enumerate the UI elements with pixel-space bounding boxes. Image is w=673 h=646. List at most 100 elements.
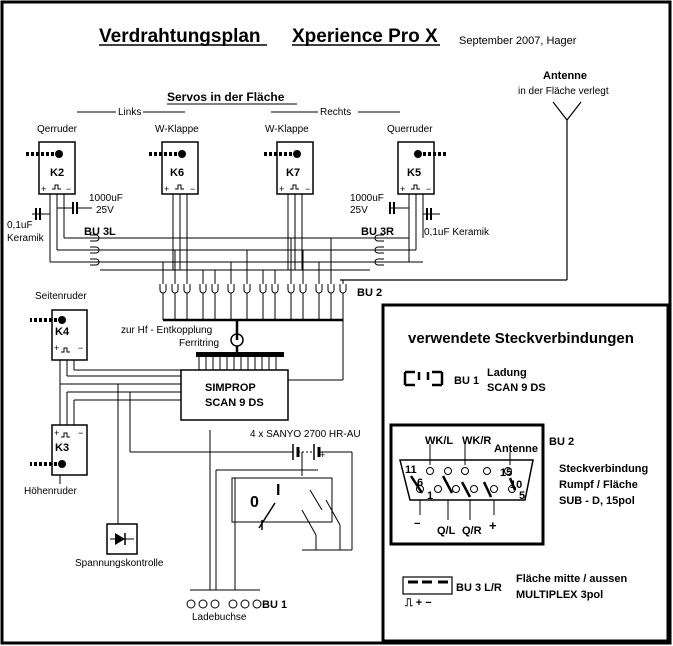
svg-text:−: − xyxy=(66,184,71,194)
bu2-line3: SUB - D, 15pol xyxy=(559,495,635,507)
switch-off-label: 0 xyxy=(250,494,259,511)
svg-text:+: + xyxy=(41,184,46,194)
side-right-label: Rechts xyxy=(320,107,351,118)
bu3-right-connector xyxy=(374,234,384,266)
battery-label: 4 x SANYO 2700 HR-AU xyxy=(250,429,361,440)
pin-11: 11 xyxy=(405,464,417,476)
receiver-line1: SIMPROP xyxy=(205,382,256,394)
servo-k2: K2 + − xyxy=(23,141,76,195)
charge-socket-icon xyxy=(186,599,262,609)
svg-text:−: − xyxy=(426,184,431,194)
title-block: Verdrahtungsplan Xperience Pro X Septemb… xyxy=(99,26,577,47)
bu3-pins: ⎍ + − xyxy=(404,597,432,609)
svg-text:K5: K5 xyxy=(407,167,421,179)
servo-leads xyxy=(49,194,424,270)
svg-text:K7: K7 xyxy=(286,167,300,179)
bu2-tag: BU 2 xyxy=(549,436,574,448)
servo-k6: K6 + − xyxy=(146,141,199,195)
pin-plus: + xyxy=(489,518,497,533)
bu3-line2: MULTIPLEX 3pol xyxy=(516,589,603,601)
fuselage-wiring xyxy=(59,360,181,524)
pin-10: 10 xyxy=(510,479,522,491)
ceramic-left-value: 0,1uF xyxy=(7,220,33,231)
cap-left-value: 1000uF xyxy=(89,193,123,204)
pin-1: 1 xyxy=(427,490,433,502)
antenna-label: Antenne xyxy=(543,70,587,82)
svg-text:K6: K6 xyxy=(170,167,184,179)
bu2-label: BU 2 xyxy=(357,287,382,299)
charge-socket-label: Ladebuchse xyxy=(192,612,247,623)
receiver-line2: SCAN 9 DS xyxy=(205,397,264,409)
svg-text:+: + xyxy=(320,450,325,460)
ferrite-ring-icon xyxy=(196,333,284,357)
svg-text:−: − xyxy=(305,184,310,194)
pin-wkl: WK/L xyxy=(425,435,453,447)
servo-k7: K7 + − xyxy=(261,141,314,195)
bu1-label: BU 1 xyxy=(262,599,287,611)
svg-text:−: − xyxy=(78,343,83,353)
switch-on-label: I xyxy=(276,482,280,499)
side-left-label: Links xyxy=(118,107,141,118)
bu2-lower-lines xyxy=(162,299,344,381)
servo-name-4: Querruder xyxy=(387,124,433,135)
antenna-note: in der Fläche verlegt xyxy=(518,86,609,97)
svg-text:+: + xyxy=(54,428,59,438)
switch-icon xyxy=(216,452,352,551)
charge-socket-wiring xyxy=(59,430,260,591)
pin-5: 5 xyxy=(519,490,525,502)
cap-left-voltage: 25V xyxy=(96,205,114,216)
pin-6: 6 xyxy=(417,477,423,489)
subd-connector-icon xyxy=(399,444,534,520)
pin-qr: Q/R xyxy=(462,525,482,537)
servo-k4: K4 + − xyxy=(30,309,88,361)
servo-k3: K3 + − xyxy=(30,424,88,476)
pin-ql: Q/L xyxy=(437,525,456,537)
wing-bus xyxy=(50,237,423,271)
svg-text:−: − xyxy=(190,184,195,194)
ceramic-right: 0,1uF Keramik xyxy=(424,227,490,238)
bu1-line2: SCAN 9 DS xyxy=(487,382,546,394)
bu3-symbol-icon xyxy=(402,576,453,595)
bu2-plug-row xyxy=(159,283,347,300)
capacitor-right xyxy=(389,202,409,214)
servo-name-2: W-Klappe xyxy=(155,124,199,135)
pin-wkr: WK/R xyxy=(462,435,491,447)
title-model: Xperience Pro X xyxy=(292,26,438,47)
svg-text:K3: K3 xyxy=(55,442,69,454)
voltage-monitor-label: Spannungskontrolle xyxy=(75,558,164,569)
svg-text:−: − xyxy=(78,428,83,438)
ferrite-line2: Ferritring xyxy=(179,338,219,349)
servo-name-1: Qerruder xyxy=(37,124,78,135)
ceramic-right xyxy=(423,208,440,220)
title-date-author: September 2007, Hager xyxy=(459,35,577,47)
rudder-label: Seitenruder xyxy=(35,291,87,302)
antenna-icon xyxy=(340,101,582,281)
servo-k5: K5 + − xyxy=(397,141,446,195)
svg-text:+: + xyxy=(279,184,284,194)
svg-text:K2: K2 xyxy=(50,167,64,179)
pin-minus: − xyxy=(414,518,420,530)
battery-icon: + xyxy=(130,444,353,550)
cap-right-value: 1000uF xyxy=(350,193,384,204)
servo-name-3: W-Klappe xyxy=(265,124,309,135)
receiver-box xyxy=(180,357,289,421)
ceramic-left xyxy=(32,208,50,220)
cap-right-voltage: 25V xyxy=(350,205,368,216)
bu3-right-label: BU 3R xyxy=(361,226,394,238)
bu1-line1: Ladung xyxy=(487,367,527,379)
svg-text:+: + xyxy=(400,184,405,194)
ceramic-left-type: Keramik xyxy=(7,233,45,244)
bu3-line1: Fläche mitte / aussen xyxy=(516,573,628,585)
connectors-heading: verwendete Steckverbindungen xyxy=(408,330,634,347)
svg-text:+: + xyxy=(54,343,59,353)
bu2-line2: Rumpf / Fläche xyxy=(559,479,638,491)
bu1-symbol-icon xyxy=(403,370,444,387)
pin-15: 15 xyxy=(500,467,512,479)
bu3-left-label: BU 3L xyxy=(84,226,116,238)
bu2-line1: Steckverbindung xyxy=(559,463,648,475)
svg-text:+: + xyxy=(164,184,169,194)
bu3-tag: BU 3 L/R xyxy=(456,582,502,594)
bu1-tag: BU 1 xyxy=(454,375,479,387)
